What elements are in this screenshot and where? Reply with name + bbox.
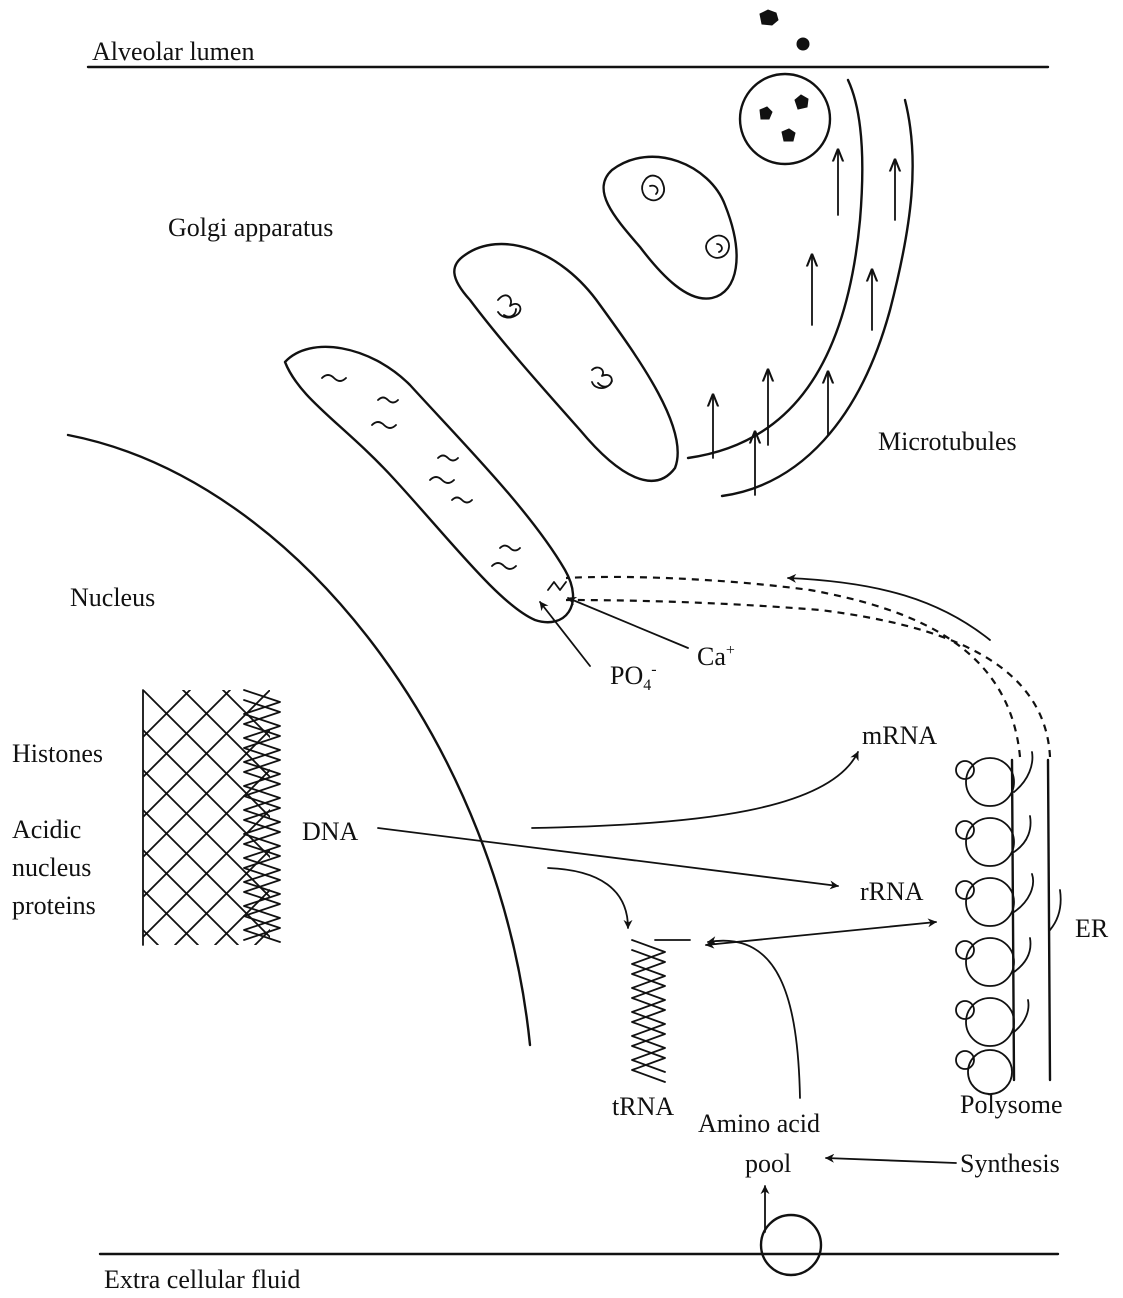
label-acidic-line1: Acidic xyxy=(12,815,81,844)
amino-to-trna-arrow xyxy=(708,941,800,1098)
label-acidic-line2: nucleus xyxy=(12,853,91,882)
dna-to-rrna-arrow xyxy=(378,828,838,886)
label-amino-acid-line2: pool xyxy=(745,1149,791,1178)
polysome xyxy=(956,752,1061,1094)
dna-to-trna-arrow xyxy=(548,868,628,928)
label-rrna: rRNA xyxy=(860,877,924,906)
golgi-cisterna-2 xyxy=(285,347,573,622)
secretory-vesicle xyxy=(740,74,830,164)
label-calcium: Ca+ xyxy=(697,642,735,671)
label-alveolar-lumen: Alveolar lumen xyxy=(92,37,254,66)
label-extracellular-fluid: Extra cellular fluid xyxy=(104,1265,300,1293)
synthesis-arrow xyxy=(826,1158,956,1163)
secreted-granules xyxy=(760,10,809,50)
membrane-transporter xyxy=(761,1215,821,1275)
trna-molecule xyxy=(632,940,690,1082)
label-acidic-line3: proteins xyxy=(12,891,96,920)
label-nucleus: Nucleus xyxy=(70,583,155,612)
label-trna: tRNA xyxy=(612,1092,674,1121)
label-synthesis: Synthesis xyxy=(960,1149,1060,1178)
phosphate-arrow xyxy=(540,602,590,666)
dna-to-mrna-arrow xyxy=(532,752,858,828)
label-polysome: Polysome xyxy=(960,1090,1063,1119)
label-mrna: mRNA xyxy=(862,721,937,750)
label-histones: Histones xyxy=(12,739,103,768)
label-amino-acid-line1: Amino acid xyxy=(698,1109,820,1138)
label-dna: DNA xyxy=(302,817,359,846)
label-microtubules: Microtubules xyxy=(878,427,1017,456)
label-er: ER xyxy=(1075,914,1109,943)
nuclear-envelope xyxy=(68,435,530,1045)
golgi-cisterna-4 xyxy=(604,157,737,299)
label-golgi-apparatus: Golgi apparatus xyxy=(168,213,333,242)
label-phosphate: PO4- xyxy=(610,661,657,694)
trna-polysome-arrow xyxy=(706,922,936,945)
calcium-arrow xyxy=(568,598,688,648)
golgi-cisterna-3 xyxy=(454,244,677,481)
